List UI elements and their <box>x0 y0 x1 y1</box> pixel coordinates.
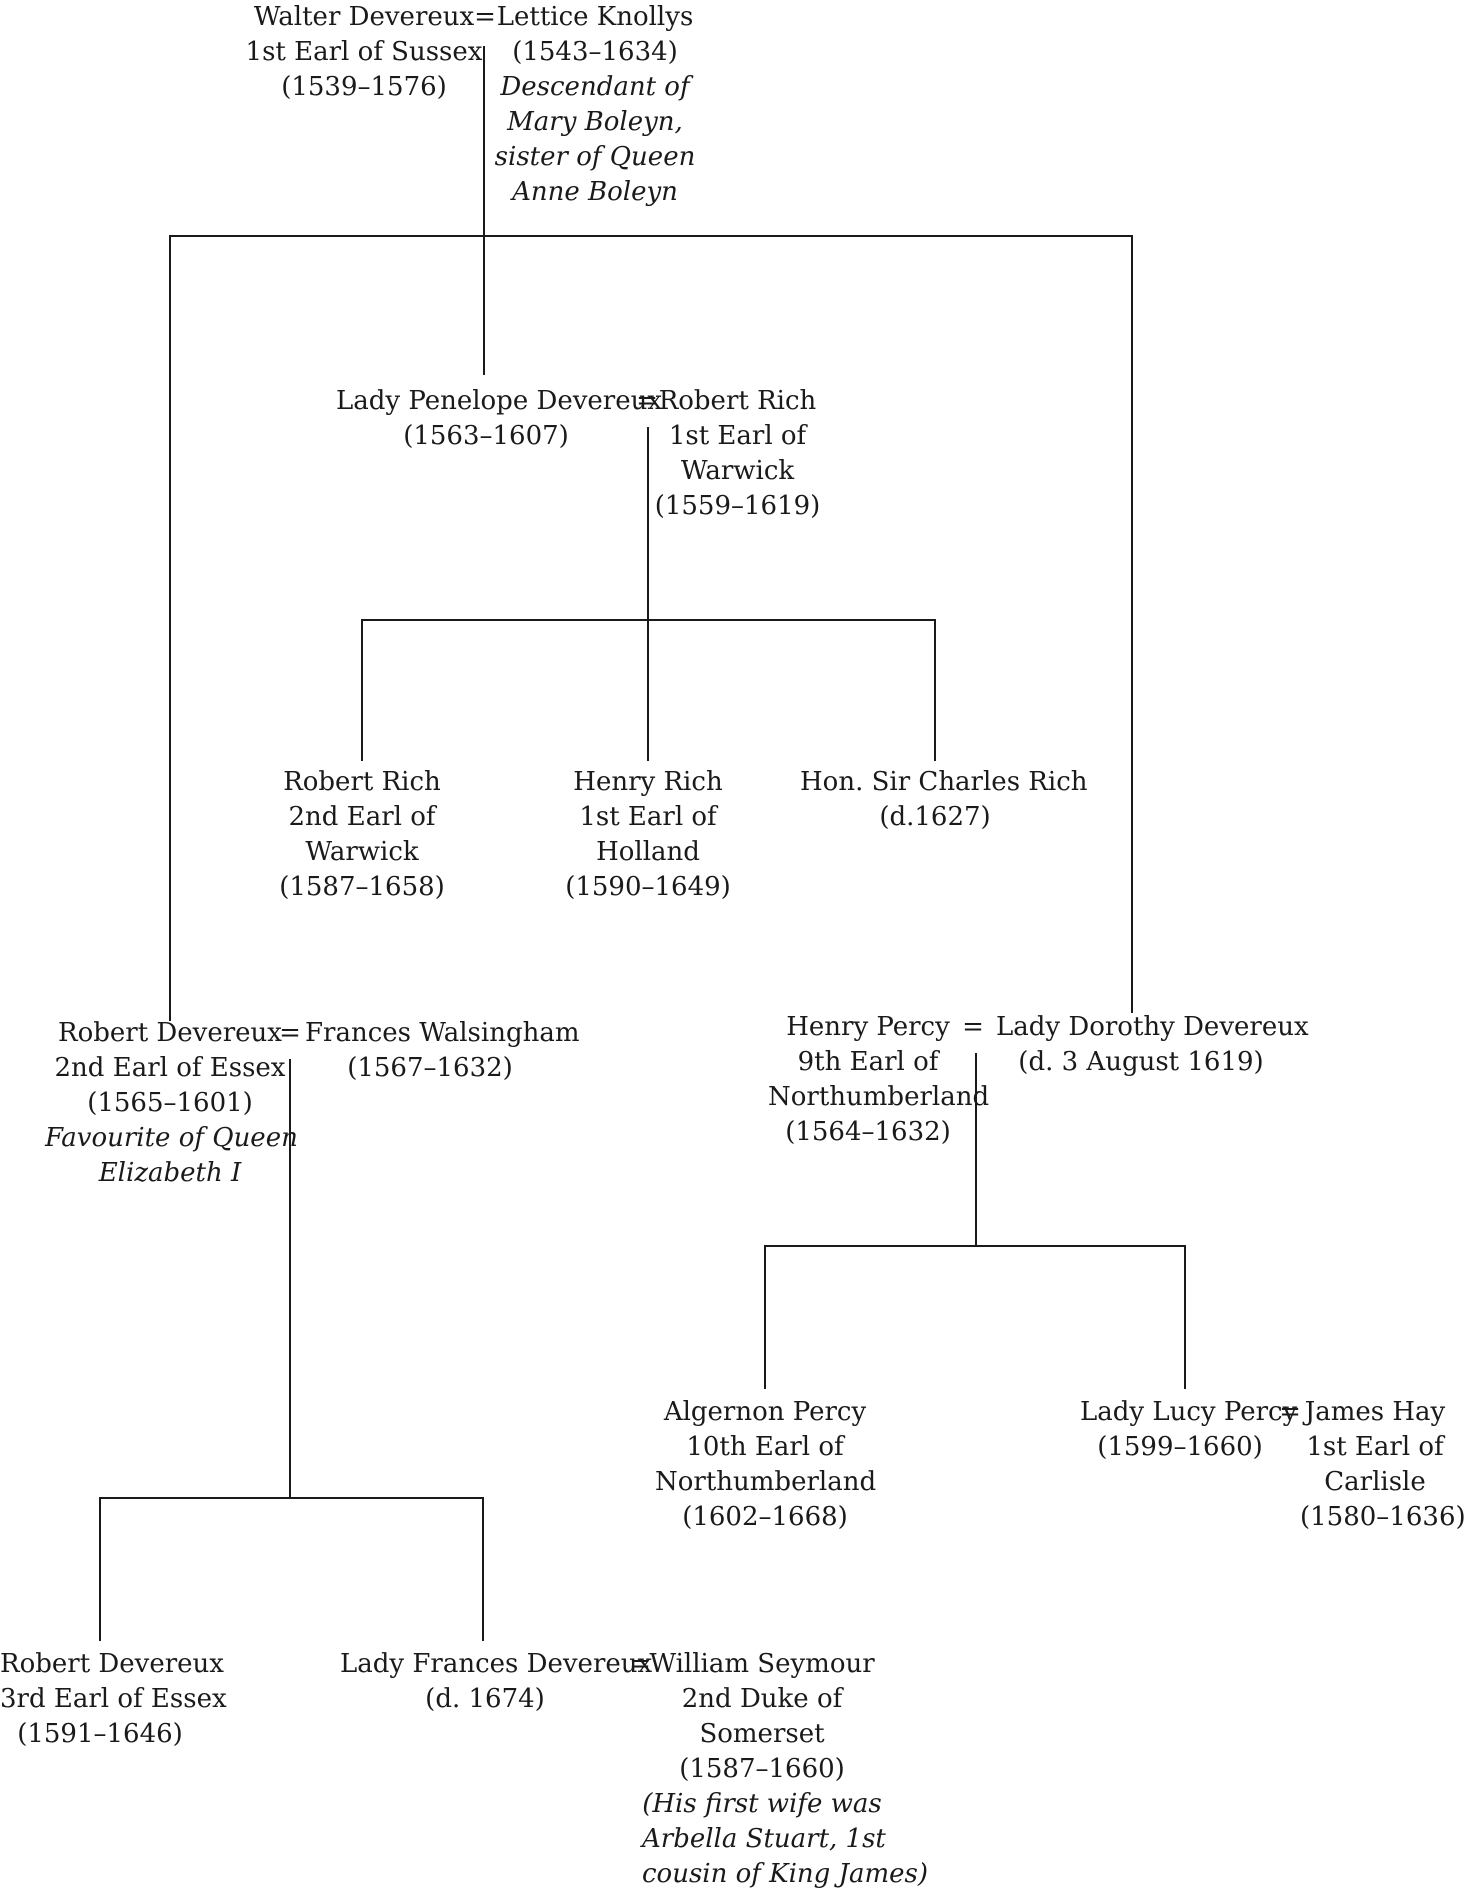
note: Arbella Stuart, 1st <box>642 1824 886 1854</box>
note: Descendant of <box>500 72 690 102</box>
title: Northumberland <box>655 1467 877 1497</box>
title: Holland <box>596 837 700 867</box>
person-henry-rich: Henry Rich 1st Earl of Holland (1590–164… <box>548 765 748 905</box>
name: Lettice Knollys <box>496 2 694 32</box>
dates: (1599–1660) <box>1097 1432 1263 1462</box>
name: Robert Devereux <box>58 1018 282 1048</box>
note: Elizabeth I <box>98 1158 242 1188</box>
name: Hon. Sir Charles Rich <box>800 767 1088 797</box>
dates: (1564–1632) <box>785 1117 951 1147</box>
name: Robert Devereux <box>0 1649 224 1679</box>
title: 2nd Earl of Essex <box>54 1053 286 1083</box>
marriage-symbol: = <box>636 386 658 416</box>
title: 2nd Duke of <box>681 1684 843 1714</box>
name: Lady Lucy Percy <box>1080 1397 1298 1427</box>
title: 9th Earl of <box>797 1047 939 1077</box>
dates: (1587–1658) <box>279 872 445 902</box>
person-william-seymour: William Seymour 2nd Duke of Somerset (15… <box>642 1647 929 1892</box>
person-robert-devereux-2nd-earl: Robert Devereux 2nd Earl of Essex (1565–… <box>45 1016 298 1191</box>
note: cousin of King James) <box>642 1859 929 1889</box>
person-robert-rich-1st-earl: Robert Rich 1st Earl of Warwick (1559–16… <box>640 384 835 524</box>
dates: (1565–1601) <box>87 1088 253 1118</box>
note: sister of Queen <box>494 142 696 172</box>
title: 1st Earl of <box>579 802 717 832</box>
person-dorothy-devereux: Lady Dorothy Devereux (d. 3 August 1619) <box>996 1010 1309 1080</box>
name: Frances Walsingham <box>305 1018 580 1048</box>
marriage-symbol: = <box>1279 1397 1301 1427</box>
marriage-symbol: = <box>629 1649 651 1679</box>
person-algernon-percy: Algernon Percy 10th Earl of Northumberla… <box>655 1395 877 1535</box>
note: Favourite of Queen <box>45 1123 298 1153</box>
dates: (1602–1668) <box>682 1502 848 1532</box>
name: Robert Rich <box>658 386 817 416</box>
name: William Seymour <box>649 1649 875 1679</box>
person-henry-percy: Henry Percy 9th Earl of Northumberland (… <box>768 1010 990 1150</box>
title: 1st Earl of <box>1306 1432 1444 1462</box>
name: Robert Rich <box>283 767 441 797</box>
person-lucy-percy: Lady Lucy Percy (1599–1660) <box>1080 1395 1298 1465</box>
title: 2nd Earl of <box>288 802 436 832</box>
name: Lady Penelope Devereux <box>336 386 663 416</box>
person-penelope-devereux: Lady Penelope Devereux (1563–1607) <box>336 384 663 454</box>
title: 1st Earl of <box>668 421 807 451</box>
dates: (1587–1660) <box>679 1754 845 1784</box>
title: Carlisle <box>1324 1467 1426 1497</box>
note: Mary Boleyn, <box>507 107 683 137</box>
title: Somerset <box>699 1719 825 1749</box>
name: Henry Percy <box>786 1012 950 1042</box>
dates: (d. 1674) <box>425 1684 545 1714</box>
dates: (d. 3 August 1619) <box>1018 1047 1264 1077</box>
title: 10th Earl of <box>686 1432 844 1462</box>
name: Algernon Percy <box>663 1397 867 1427</box>
dates: (d.1627) <box>879 802 991 832</box>
person-lettice-knollys: Lettice Knollys (1543–1634) Descendant o… <box>480 0 710 210</box>
dates: (1591–1646) <box>17 1719 183 1749</box>
name: James Hay <box>1304 1397 1446 1427</box>
person-walter-devereux: Walter Devereux 1st Earl of Sussex (1539… <box>239 0 489 105</box>
person-robert-rich-2nd-earl: Robert Rich 2nd Earl of Warwick (1587–16… <box>262 765 462 905</box>
name: Walter Devereux <box>253 2 475 32</box>
title: 3rd Earl of Essex <box>0 1684 227 1714</box>
title: Warwick <box>305 837 419 867</box>
dates: (1563–1607) <box>403 421 569 451</box>
name: Lady Frances Devereux <box>340 1649 653 1679</box>
marriage-symbol: = <box>279 1018 301 1048</box>
person-james-hay: James Hay 1st Earl of Carlisle (1580–163… <box>1300 1395 1466 1535</box>
marriage-symbol: = <box>962 1012 984 1042</box>
person-frances-walsingham: Frances Walsingham (1567–1632) <box>305 1016 580 1086</box>
dates: (1543–1634) <box>512 37 678 67</box>
dates: (1590–1649) <box>565 872 731 902</box>
person-lady-frances-devereux: Lady Frances Devereux (d. 1674) <box>340 1647 653 1717</box>
title: 1st Earl of Sussex <box>245 37 483 67</box>
marriage-symbol: = <box>474 2 496 32</box>
dates: (1567–1632) <box>347 1053 513 1083</box>
note: Anne Boleyn <box>512 177 678 207</box>
title: Warwick <box>680 456 795 486</box>
dates: (1580–1636) <box>1300 1502 1466 1532</box>
dates: (1539–1576) <box>281 72 447 102</box>
title: Northumberland <box>768 1082 990 1112</box>
dates: (1559–1619) <box>654 491 821 521</box>
person-charles-rich: Hon. Sir Charles Rich (d.1627) <box>800 765 1088 835</box>
person-robert-devereux-3rd-earl: Robert Devereux 3rd Earl of Essex (1591–… <box>0 1647 227 1752</box>
name: Lady Dorothy Devereux <box>996 1012 1309 1042</box>
note: (His first wife was <box>642 1789 882 1819</box>
name: Henry Rich <box>573 767 723 797</box>
